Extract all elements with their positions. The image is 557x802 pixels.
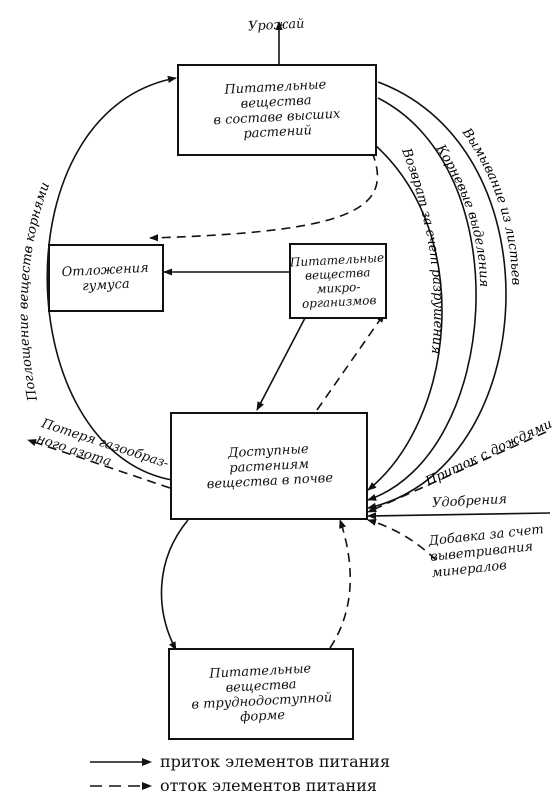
microbes-to-available-arrow <box>256 317 306 411</box>
root-exudates-arrow <box>367 97 477 501</box>
microbes-nutrients-box: Питательные вещества микро- организмов <box>289 243 387 319</box>
rain-input-arrow <box>367 431 547 513</box>
plants-nutrients-text: Питательные вещества в составе высших ра… <box>213 77 342 142</box>
hard-to-available-arrow <box>329 519 352 649</box>
legend-outflow-text: отток элементов питания <box>160 776 377 795</box>
legend-inflow-line <box>90 757 152 766</box>
legend-inflow: приток элементов питания <box>90 752 390 771</box>
available-to-microbes-arrow <box>316 313 385 411</box>
humus-text: Отложения гумуса <box>61 260 150 295</box>
legend-inflow-text: приток элементов питания <box>160 752 391 771</box>
fertilizers-arrow <box>367 512 551 520</box>
plants-to-humus-arrow <box>149 151 379 242</box>
humus-box: Отложения гумуса <box>48 244 164 312</box>
hard-access-nutrients-text: Питательные вещества в труднодоступной ф… <box>190 661 333 726</box>
nitrogen-loss-arrow <box>27 439 171 489</box>
harvest-label: Урожай <box>247 16 305 35</box>
weathering-arrow <box>367 518 437 561</box>
leaching-arrow <box>367 81 507 510</box>
legend-outflow: отток элементов питания <box>90 776 377 795</box>
microbes-nutrients-text: Питательные вещества микро- организмов <box>289 250 385 311</box>
available-nutrients-text: Доступные растениям вещества в почве <box>206 441 334 492</box>
hard-access-nutrients-box: Питательные вещества в труднодоступной ф… <box>168 648 354 740</box>
plants-nutrients-box: Питательные вещества в составе высших ра… <box>177 64 377 156</box>
return-decay-label: Возврат за счет разрушения <box>398 145 445 354</box>
rain-input-label: Приток с дождями <box>422 417 554 490</box>
legend-outflow-line <box>90 781 152 790</box>
available-nutrients-box: Доступные растениям вещества в почве <box>170 412 368 520</box>
uptake-arrow <box>46 75 177 481</box>
return-decay-arrow <box>367 144 443 491</box>
available-to-hard-arrow <box>160 519 189 651</box>
